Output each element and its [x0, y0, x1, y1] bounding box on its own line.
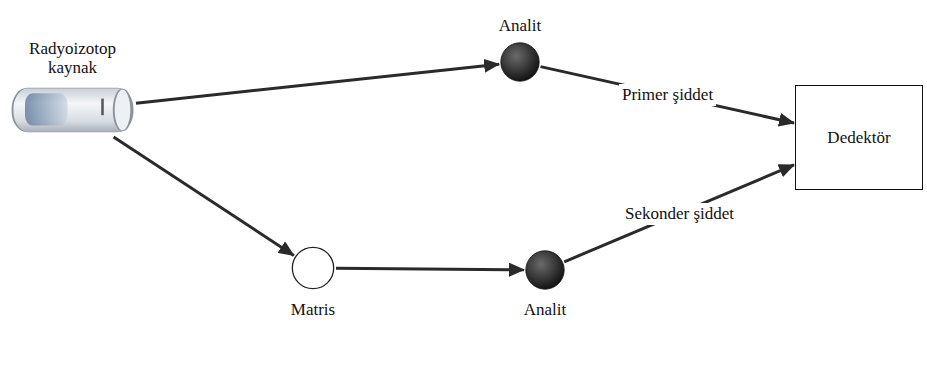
- matrix-circle: Matris: [291, 246, 335, 290]
- radioisotope-source: Radyoizotop kaynak: [10, 84, 135, 136]
- analyte-circle: Analit: [525, 250, 565, 290]
- node-label: Matris: [291, 300, 335, 320]
- source-shape: [10, 84, 135, 136]
- arrow-connector: [136, 64, 499, 103]
- arrow-connector: [541, 67, 795, 123]
- arrow-connector: [564, 165, 794, 262]
- node-label: Analit: [499, 16, 542, 36]
- detector-box: Dedektör: [795, 85, 923, 190]
- arrow-connector: [336, 268, 524, 270]
- white-shape: [291, 246, 335, 290]
- edge-label: Primer şiddet: [619, 84, 716, 106]
- dark-shape: [525, 250, 565, 290]
- node-label: Radyoizotop kaynak: [12, 39, 134, 78]
- analyte-circle: Analit: [500, 42, 540, 82]
- node-label: Dedektör: [827, 128, 890, 148]
- arrow-connector: [114, 137, 294, 255]
- edge-label: Sekonder şiddet: [622, 203, 737, 225]
- dark-shape: [500, 42, 540, 82]
- node-label: Analit: [524, 300, 567, 320]
